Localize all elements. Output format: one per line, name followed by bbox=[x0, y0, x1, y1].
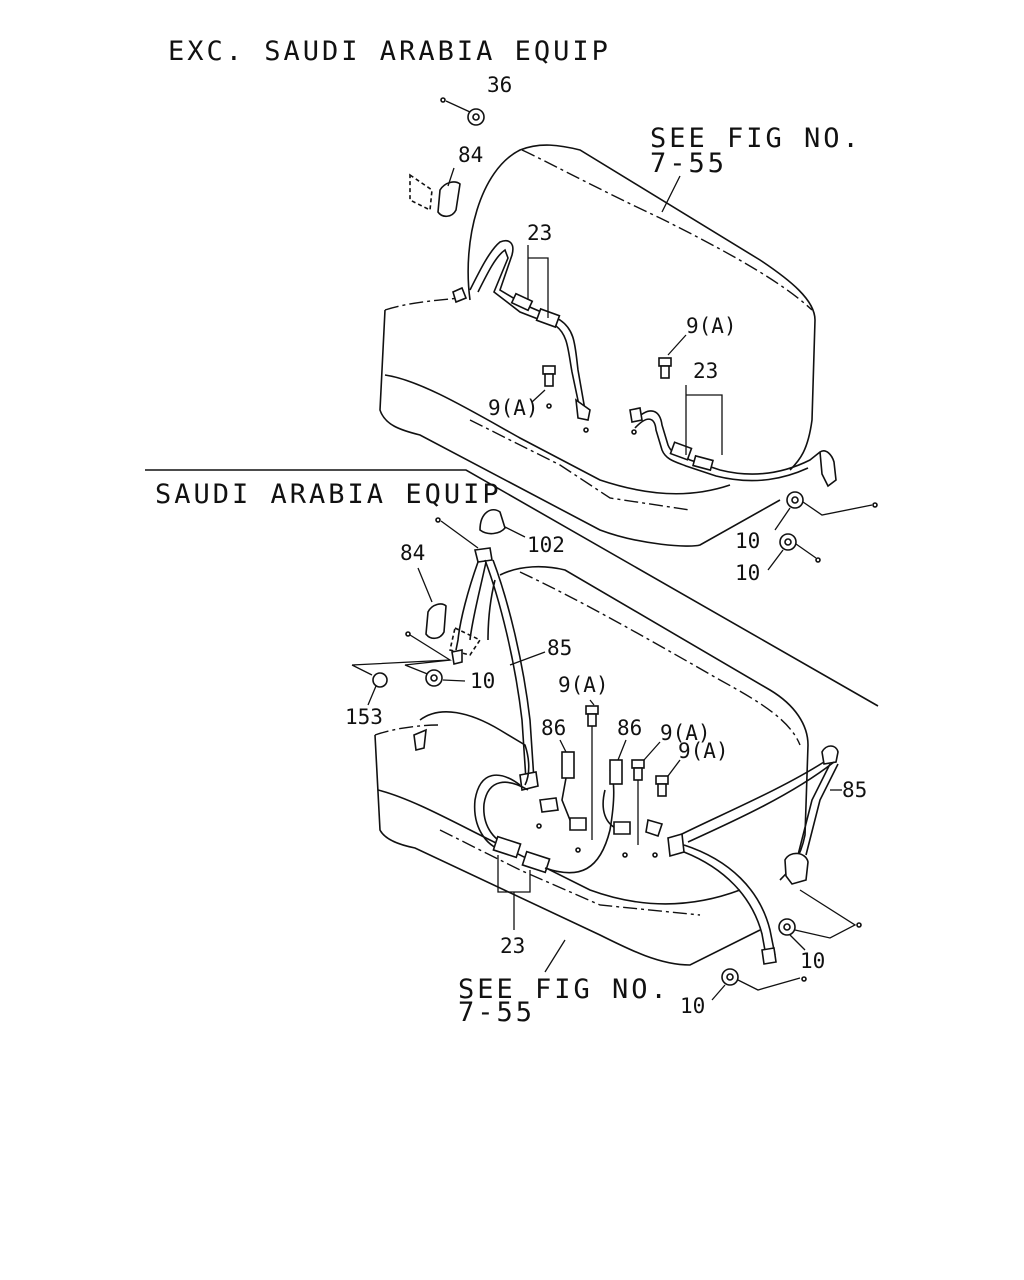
callout-23-top-a: 23 bbox=[527, 221, 552, 245]
callout-10-bottom-a: 10 bbox=[470, 669, 495, 693]
bolt-153 bbox=[351, 659, 451, 706]
callout-85-a: 85 bbox=[547, 636, 572, 660]
callout-9a-top-a: 9(A) bbox=[488, 396, 539, 420]
callout-23-bottom-leader bbox=[497, 855, 531, 930]
callout-23-top-a-leader bbox=[527, 245, 549, 318]
callout-9a-bottom-a: 9(A) bbox=[558, 673, 609, 697]
top-reference-line1: SEE FIG NO. bbox=[650, 123, 862, 154]
callout-10-top-a: 10 bbox=[735, 529, 760, 553]
lap-belt-left bbox=[413, 711, 615, 874]
top-seat-belt bbox=[452, 239, 837, 488]
section-separator bbox=[145, 469, 879, 707]
callout-85-b: 85 bbox=[842, 778, 867, 802]
cap-102 bbox=[435, 508, 526, 549]
callout-86-b: 86 bbox=[617, 716, 642, 740]
shoulder-belt-85-right bbox=[667, 745, 842, 965]
bolt-9a-bottom-a bbox=[585, 699, 599, 840]
bolt-9a-bottom-c bbox=[655, 759, 681, 797]
callout-10-top-b: 10 bbox=[735, 561, 760, 585]
callout-9a-top-b: 9(A) bbox=[686, 314, 737, 338]
top-section-title: EXC. SAUDI ARABIA EQUIP bbox=[168, 36, 611, 67]
callout-84-top: 84 bbox=[458, 143, 483, 167]
bolt-9a-bottom-b bbox=[631, 741, 661, 845]
callout-84-bottom: 84 bbox=[400, 541, 425, 565]
callout-153: 153 bbox=[345, 705, 383, 729]
callout-23-bottom: 23 bbox=[500, 934, 525, 958]
callout-23-top-b-leader bbox=[685, 385, 723, 455]
bolt-9a-top-a bbox=[542, 365, 556, 409]
bottom-reference-line2: 7-55 bbox=[458, 997, 535, 1028]
bolt-9a-top-b bbox=[629, 334, 687, 435]
callout-86-a: 86 bbox=[541, 716, 566, 740]
anchor-cover-84-top bbox=[409, 167, 461, 218]
bolt-36 bbox=[440, 97, 485, 126]
nut-10-top-b bbox=[767, 533, 821, 571]
shoulder-belt-85-left bbox=[455, 547, 546, 791]
callout-36: 36 bbox=[487, 73, 512, 97]
callout-10-bottom-b: 10 bbox=[800, 949, 825, 973]
nut-10-bottom-b bbox=[778, 889, 862, 951]
anchor-cover-84-bottom bbox=[417, 567, 482, 656]
bottom-section-title: SAUDI ARABIA EQUIP bbox=[155, 479, 502, 510]
nut-10-bottom-c bbox=[711, 968, 807, 1001]
callout-102: 102 bbox=[527, 533, 565, 557]
buckle-86-left bbox=[536, 739, 587, 853]
top-reference-line2: 7-55 bbox=[650, 148, 727, 179]
callout-23-top-b: 23 bbox=[693, 359, 718, 383]
top-seat-back bbox=[467, 144, 816, 471]
bottom-seat-cushion bbox=[374, 724, 761, 966]
buckle-86-right bbox=[602, 739, 664, 858]
bottom-reference-line1: SEE FIG NO. bbox=[458, 974, 670, 1005]
callout-9a-bottom-c: 9(A) bbox=[678, 739, 729, 763]
nut-10-bottom-a bbox=[404, 631, 466, 687]
callout-10-bottom-c: 10 bbox=[680, 994, 705, 1018]
callout-9a-bottom-b: 9(A) bbox=[660, 721, 711, 745]
nut-10-top-a bbox=[774, 491, 878, 531]
